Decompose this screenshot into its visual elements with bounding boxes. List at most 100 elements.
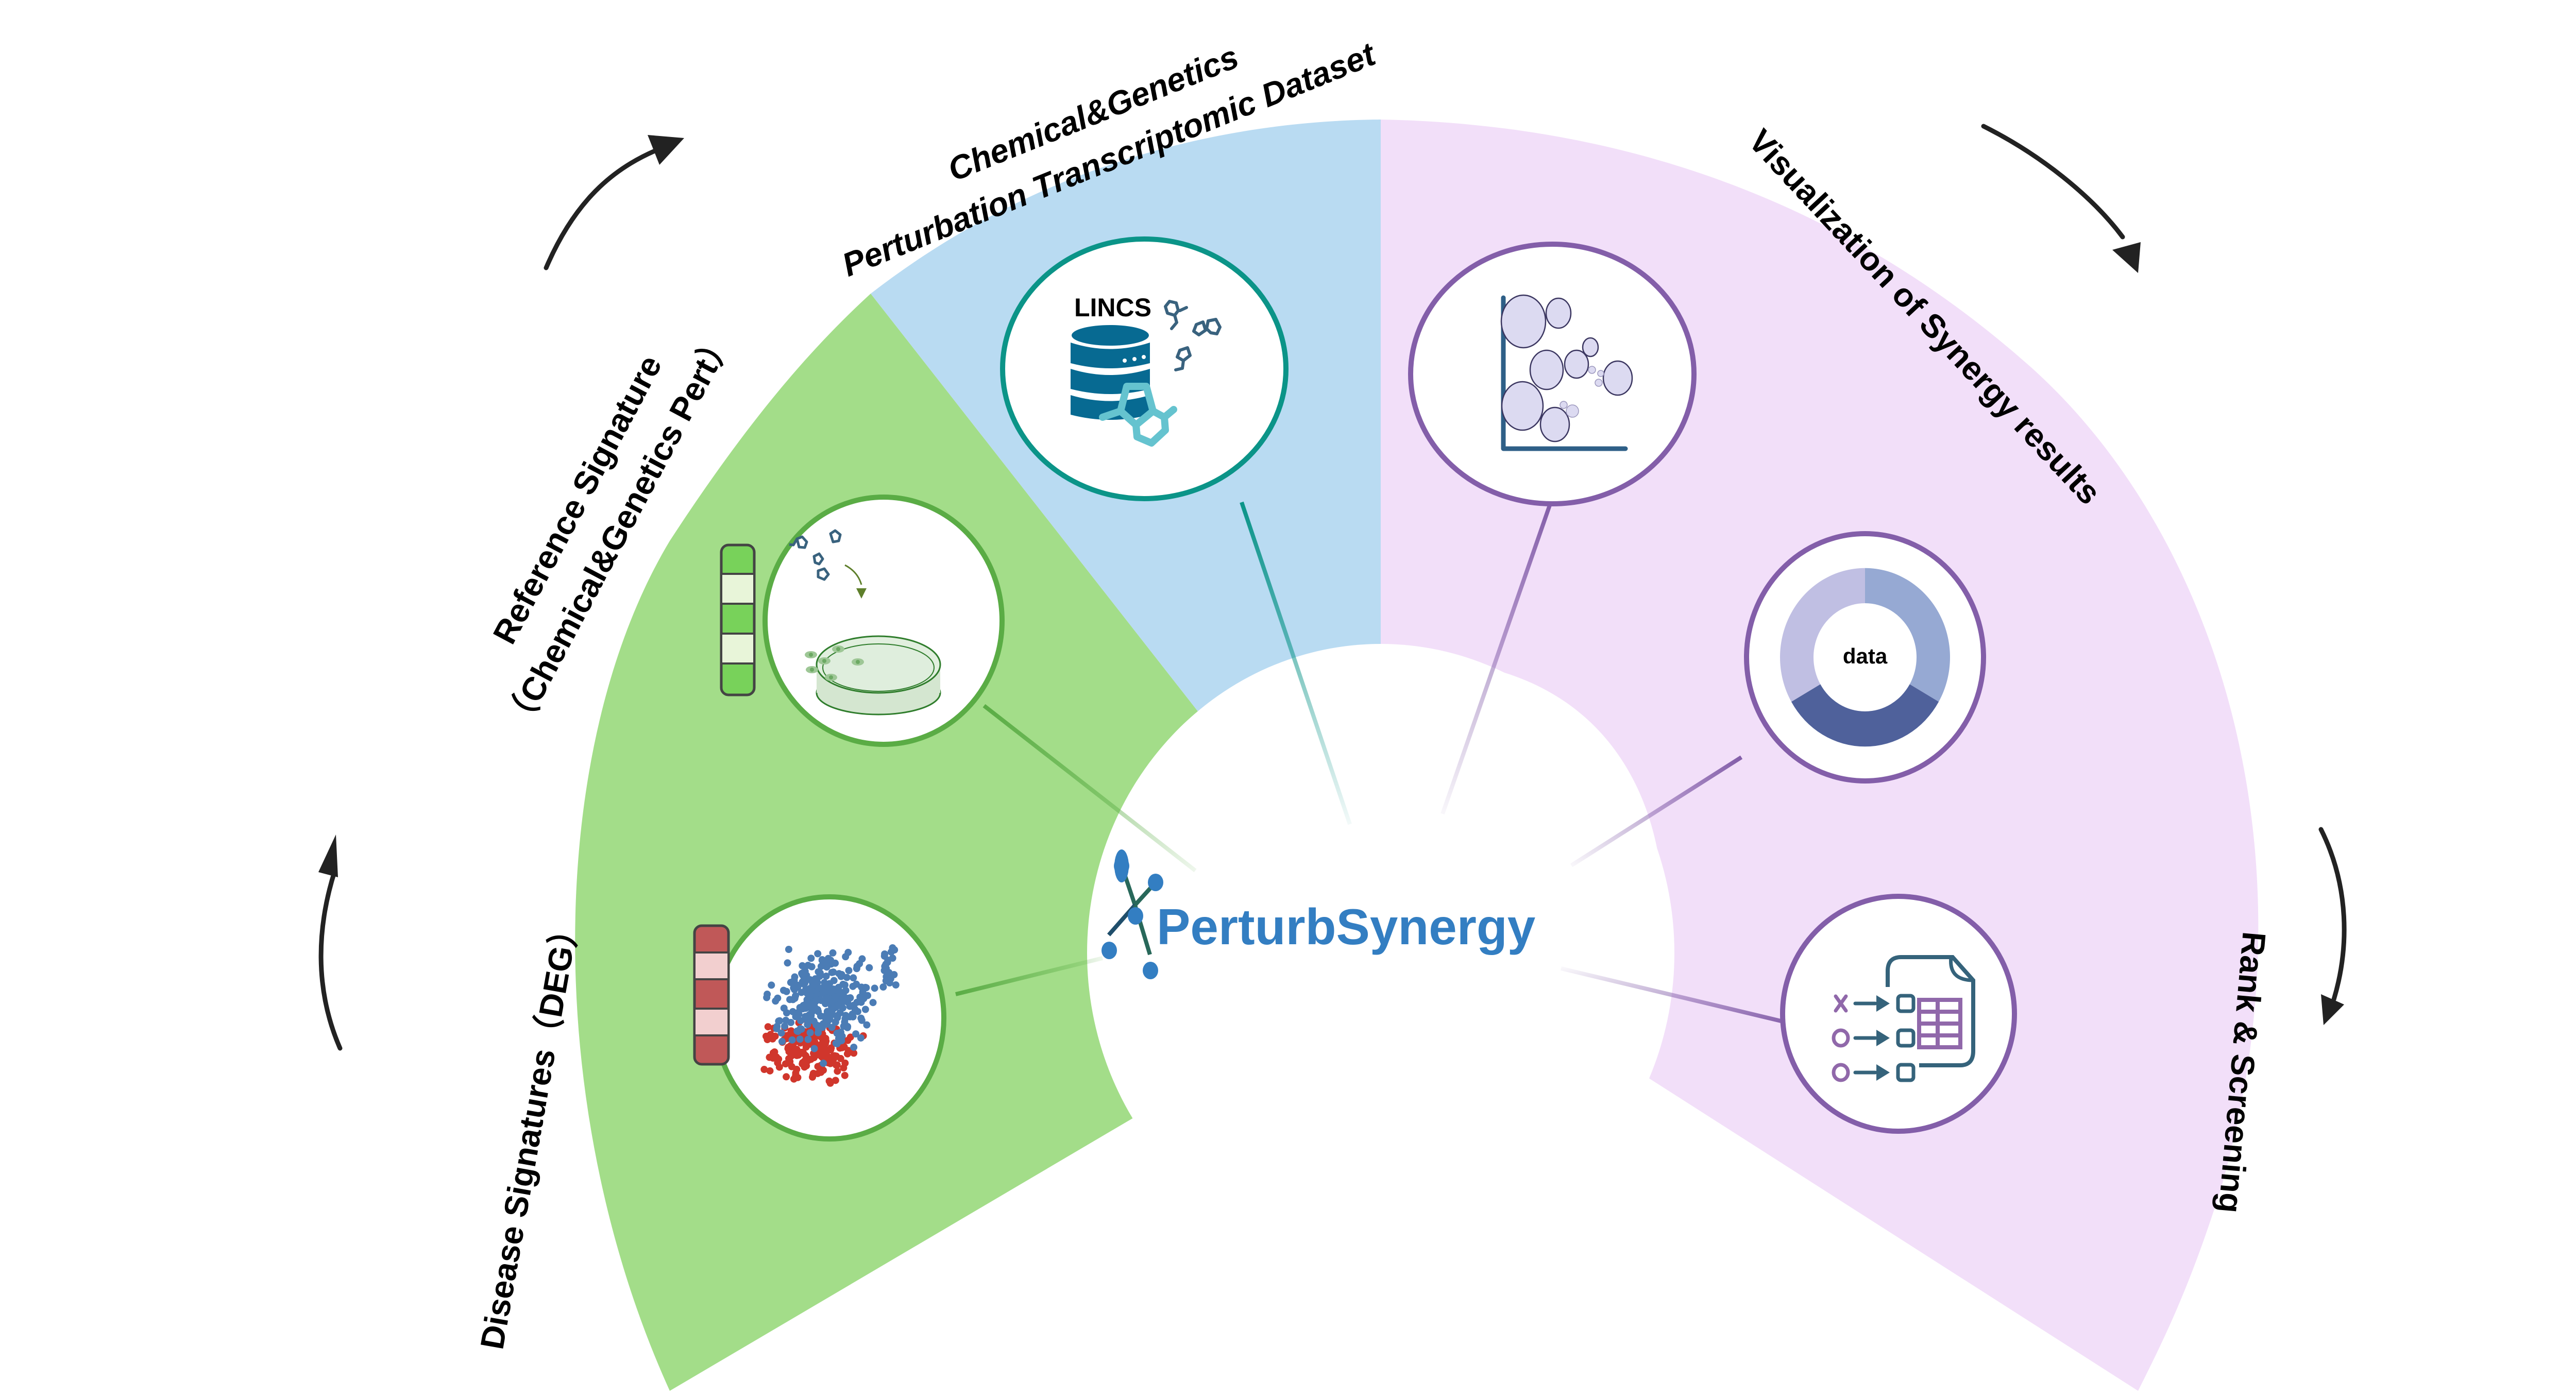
- right-arrow-icon: [1853, 1030, 1890, 1046]
- donut-chart-icon: [1780, 568, 1950, 747]
- checkbox-icon: [1896, 1028, 1916, 1048]
- scatter-point-down: [785, 1056, 793, 1064]
- scatter-point-up: [892, 981, 900, 989]
- scatter-point-up: [850, 1043, 858, 1051]
- scatter-point-up: [846, 1002, 854, 1010]
- scatter-point-up: [785, 946, 792, 954]
- molecule-cluster-icon: [789, 529, 842, 581]
- scatter-point-down: [829, 1053, 837, 1061]
- drop-arrow-icon: [844, 564, 862, 585]
- scatter-point-up: [850, 974, 857, 982]
- scatter-point-up: [780, 1005, 788, 1012]
- donut-segment-mid: [1865, 568, 1950, 702]
- scatter-point-up: [843, 1024, 851, 1031]
- scatter-point-down: [818, 1041, 826, 1049]
- scatter-point-up: [841, 981, 849, 989]
- scatter-point-up: [784, 959, 791, 967]
- scatter-point-up: [778, 1037, 786, 1045]
- circle-mark-icon: [1832, 1063, 1850, 1082]
- donut-segment-light: [1780, 568, 1865, 702]
- scatter-point-up: [858, 955, 866, 963]
- circle-mark-icon: [1832, 1028, 1850, 1048]
- volcano-scatter-icon: [760, 944, 900, 1087]
- scatter-point-down: [783, 1073, 790, 1081]
- scatter-point-up: [869, 999, 877, 1007]
- scatter-point-up: [794, 1009, 802, 1016]
- scatter-point-up: [814, 950, 822, 958]
- node-lincs-database[interactable]: LINCS: [1000, 236, 1289, 501]
- scatter-point-up: [860, 995, 868, 1002]
- checkbox-icon: [1896, 1063, 1916, 1082]
- scatter-point-down: [807, 1055, 815, 1063]
- right-arrow-icon: [1853, 995, 1890, 1012]
- scatter-point-down: [840, 1043, 848, 1051]
- network-node-icon: [1101, 849, 1163, 979]
- scatter-point-up: [838, 971, 845, 978]
- scatter-point-up: [832, 959, 839, 967]
- scatter-point-up: [866, 964, 873, 972]
- scatter-point-up: [763, 994, 771, 1001]
- scatter-point-down: [775, 1063, 783, 1071]
- scatter-point-up: [796, 1035, 804, 1043]
- scatter-point-up: [789, 1008, 796, 1015]
- node-rank-screening[interactable]: [1780, 894, 2017, 1134]
- rank-row: [1834, 994, 1916, 1013]
- scatter-point-down: [787, 1042, 794, 1050]
- scatter-point-down: [841, 1071, 849, 1079]
- connector-donut: [1570, 755, 1743, 867]
- donut-center-label: data: [1843, 644, 1888, 668]
- scatter-point-down: [792, 1069, 800, 1077]
- scatter-point-down: [841, 1059, 849, 1067]
- node-bubble-plot[interactable]: [1408, 242, 1697, 506]
- molecule-small-icon: [1164, 300, 1222, 371]
- node-reference-signature[interactable]: [720, 495, 1005, 747]
- node-disease-signature[interactable]: [693, 894, 946, 1142]
- connector-lincs: [1240, 501, 1352, 825]
- perturbsynergy-logo[interactable]: PerturbSynergy: [1101, 849, 1535, 979]
- scatter-point-down: [794, 1050, 802, 1058]
- scatter-point-down: [769, 1054, 777, 1062]
- scatter-point-up: [886, 979, 893, 986]
- scatter-point-up: [796, 1025, 804, 1032]
- scatter-point-up: [861, 1006, 869, 1013]
- scatter-point-up: [810, 1045, 818, 1052]
- scatter-point-down: [767, 1031, 774, 1039]
- scatter-point-up: [807, 955, 815, 962]
- molecule-large-icon: [1099, 383, 1177, 447]
- scatter-point-down: [799, 1048, 807, 1056]
- scatter-point-up: [788, 1036, 796, 1044]
- scatter-point-down: [832, 1077, 839, 1084]
- scatter-point-up: [862, 984, 870, 992]
- scatter-point-up: [820, 1060, 827, 1067]
- scatter-point-down: [850, 1049, 858, 1057]
- scatter-point-up: [842, 953, 850, 961]
- scatter-point-up: [792, 992, 800, 1000]
- lincs-label: LINCS: [1074, 293, 1151, 322]
- scatter-point-up: [830, 977, 838, 984]
- arrow-top-left-icon: [544, 135, 684, 270]
- scatter-point-up: [845, 966, 853, 974]
- scatter-point-up: [863, 1021, 871, 1029]
- scatter-point-down: [816, 1048, 823, 1056]
- scatter-point-up: [871, 984, 878, 992]
- right-arrow-icon: [1853, 1064, 1890, 1081]
- scatter-point-down: [764, 1023, 772, 1031]
- scatter-point-up: [811, 975, 819, 983]
- connector-reference: [982, 704, 1197, 873]
- node-donut-chart[interactable]: data: [1744, 531, 1986, 784]
- rank-row: [1832, 1063, 1916, 1082]
- connector-disease: [955, 956, 1103, 996]
- scatter-point-down: [760, 1066, 768, 1074]
- donut-segment-dark: [1791, 684, 1939, 747]
- x-mark-icon: [1834, 994, 1848, 1013]
- scatter-point-up: [821, 960, 828, 968]
- scatter-point-up: [777, 1029, 785, 1037]
- scatter-point-up: [814, 1029, 822, 1036]
- arrow-top-right-icon: [1981, 124, 2141, 273]
- scatter-point-up: [879, 983, 887, 991]
- arrow-right-icon: [2318, 827, 2347, 1025]
- scatter-point-up: [839, 991, 847, 999]
- scatter-point-up: [832, 993, 839, 1001]
- scatter-point-down: [809, 1073, 817, 1081]
